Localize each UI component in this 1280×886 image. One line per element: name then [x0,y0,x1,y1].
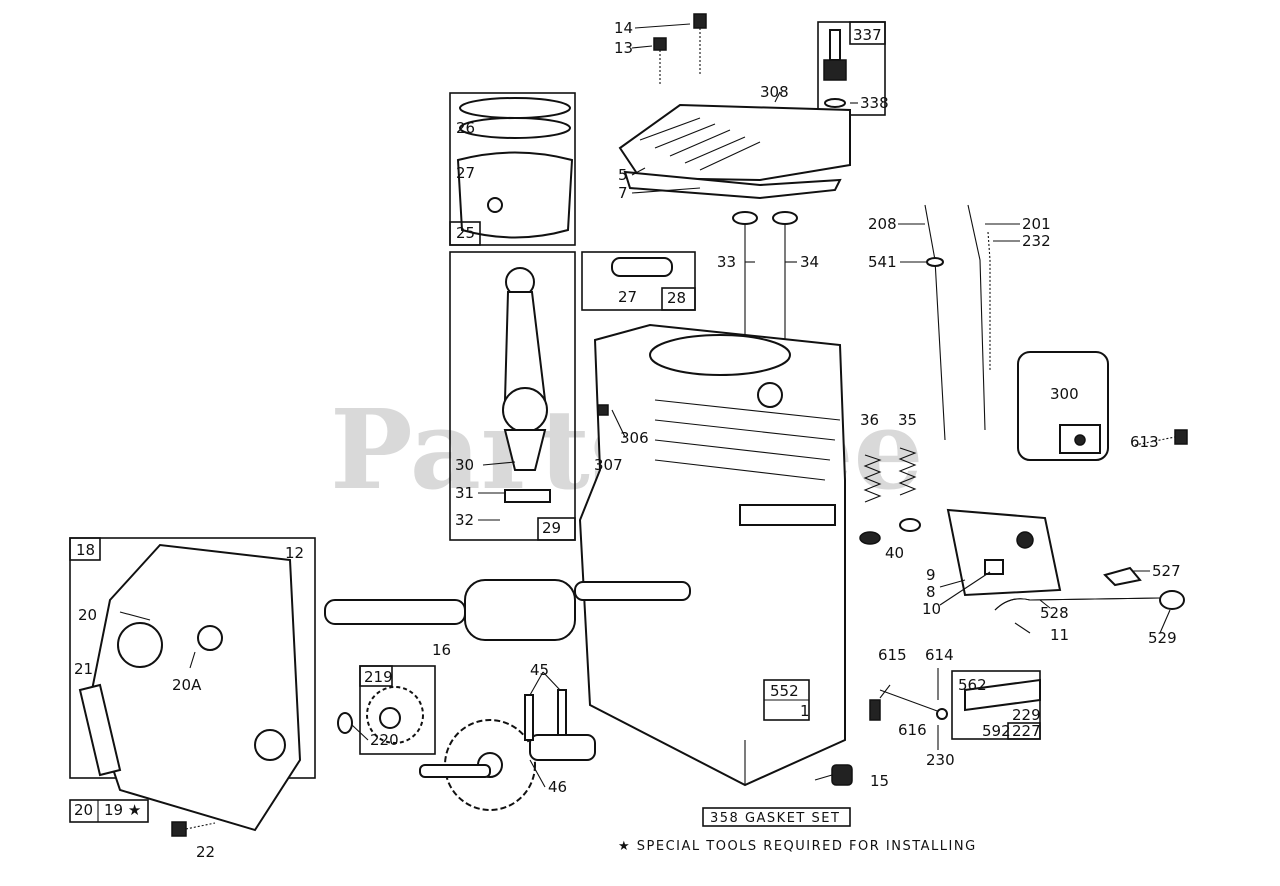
label-9: 9 [926,566,936,584]
label-20-kit: 20 [74,801,93,819]
label-528: 528 [1040,604,1069,622]
label-26: 26 [456,119,475,137]
crankshaft-part [324,579,691,641]
label-337: 337 [853,26,882,44]
part-labels: 14 13 337 338 308 5 7 26 27 25 27 28 33 … [74,19,1181,861]
label-529: 529 [1148,629,1177,647]
label-616: 616 [898,721,927,739]
label-32: 32 [455,511,474,529]
label-28: 28 [667,289,686,307]
label-40: 40 [885,544,904,562]
label-45: 45 [530,661,549,679]
label-13: 13 [614,39,633,57]
valve-springs-part [859,447,921,545]
head-bolts-part [653,13,707,85]
label-614: 614 [925,646,954,664]
label-22: 22 [196,843,215,861]
label-7: 7 [618,184,628,202]
label-29: 29 [542,519,561,537]
label-208: 208 [868,215,897,233]
muffler-part [1017,351,1188,461]
label-307: 307 [594,456,623,474]
label-11: 11 [1050,626,1069,644]
label-541: 541 [868,253,897,271]
piston-rings-box [449,92,576,246]
cam-gear-part [419,719,596,811]
label-21: 21 [74,660,93,678]
label-20: 20 [78,606,97,624]
spark-plug-part [823,29,847,108]
label-27: 27 [456,164,475,182]
label-527: 527 [1152,562,1181,580]
tappets-part [524,689,567,741]
cover-bolt-part [171,821,216,837]
block-bolt-part [597,404,609,416]
label-20a: 20A [172,676,202,694]
label-201: 201 [1022,215,1051,233]
cylinder-head-part [618,103,851,200]
washer-part [337,712,353,734]
label-220: 220 [370,731,399,749]
label-592: 592 [982,722,1011,740]
label-10: 10 [922,600,941,618]
gear-box [359,665,436,755]
label-562: 562 [958,676,987,694]
label-300: 300 [1050,385,1079,403]
label-615: 615 [878,646,907,664]
piston-pin-part [611,257,673,277]
governor-lever-box [951,670,1041,740]
label-227: 227 [1012,722,1041,740]
governor-links-part [924,204,991,441]
piston-part [456,97,574,239]
label-16: 16 [432,641,451,659]
label-30: 30 [455,456,474,474]
label-19: 19 ★ [104,801,141,819]
breather-tube-part [994,566,1185,611]
governor-lever-part [869,678,1041,721]
leader-lines [119,23,1171,788]
label-232: 232 [1022,232,1051,250]
label-35: 35 [898,411,917,429]
label-8: 8 [926,583,936,601]
drain-plug-part [831,764,853,786]
label-18: 18 [76,541,95,559]
label-229: 229 [1012,706,1041,724]
governor-gear-part [366,686,424,744]
label-33: 33 [717,253,736,271]
label-219: 219 [364,668,393,686]
label-frames [69,21,1041,827]
label-15: 15 [870,772,889,790]
label-12: 12 [285,544,304,562]
special-tools-note: ★ SPECIAL TOOLS REQUIRED FOR INSTALLING [618,839,977,854]
label-27-pin: 27 [618,288,637,306]
label-306: 306 [620,429,649,447]
label-308: 308 [760,83,789,101]
label-613: 613 [1130,433,1159,451]
label-31: 31 [455,484,474,502]
cylinder-block-part [578,323,846,787]
label-5: 5 [618,166,628,184]
valves-part [732,211,798,345]
piston-pin-box [581,251,696,311]
label-34: 34 [800,253,819,271]
label-14: 14 [614,19,633,37]
label-338: 338 [860,94,889,112]
label-552: 552 [770,682,799,700]
label-25: 25 [456,224,475,242]
crankcase-cover-part [78,543,302,832]
label-230: 230 [926,751,955,769]
breather-part [946,508,1062,597]
connecting-rod-part [502,267,551,503]
connecting-rod-box [449,251,576,541]
label-1: 1 [800,702,810,720]
label-46: 46 [548,778,567,796]
gasket-set-label: 358 GASKET SET [710,811,840,826]
label-36: 36 [860,411,879,429]
